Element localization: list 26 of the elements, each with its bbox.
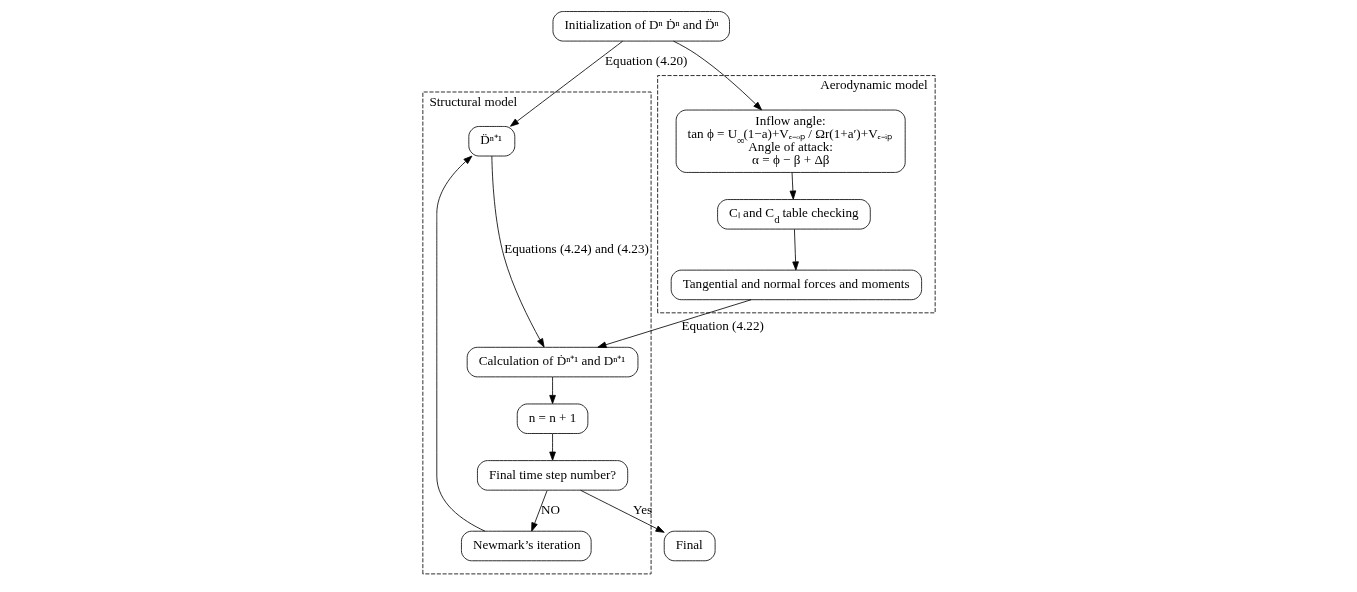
- edge-label: Equation (4.20): [604, 52, 687, 68]
- node-box: Calculation of Ḋⁿ⁺¹ and Dⁿ⁺¹: [466, 346, 638, 378]
- arrow: [530, 490, 548, 532]
- edge-label: Equation (4.22): [680, 317, 764, 333]
- edge-label: Equations (4.24) and (4.23): [503, 240, 649, 256]
- node-box: D̈ⁿ⁺¹: [467, 126, 515, 157]
- arrow: [509, 40, 623, 127]
- node-box: Cₗ and C$_{d}$ table checking: [716, 199, 871, 230]
- node-box: Final time step number?: [476, 460, 628, 491]
- node-box: Initialization of Dⁿ Ḋⁿ and D̈ⁿ: [552, 11, 730, 42]
- node-box: Final: [663, 530, 716, 562]
- node-box: Inflow angle: tan ϕ = U$_{∞}$(1−a)+Vₑ₋ₒₚ / Ωr(1+a′)+Vₑ₋ᵢₚ Angle of attack: α = ϕ − β + Δβ: [675, 109, 906, 173]
- arrow: [548, 433, 556, 461]
- arrow: [435, 155, 485, 532]
- node-box: Newmark’s iteration: [460, 530, 592, 562]
- node-box: n = n + 1: [516, 403, 588, 434]
- node-box: Tangential and normal forces and moments: [670, 269, 922, 301]
- arrow: [490, 155, 544, 348]
- arrow: [672, 40, 762, 111]
- arrow: [579, 489, 665, 533]
- arrow: [791, 229, 799, 271]
- edge-label: NO: [540, 501, 560, 517]
- arrow: [789, 172, 796, 200]
- arrow: [596, 299, 751, 348]
- edge-label: Yes: [632, 501, 652, 517]
- arrow: [548, 376, 556, 405]
